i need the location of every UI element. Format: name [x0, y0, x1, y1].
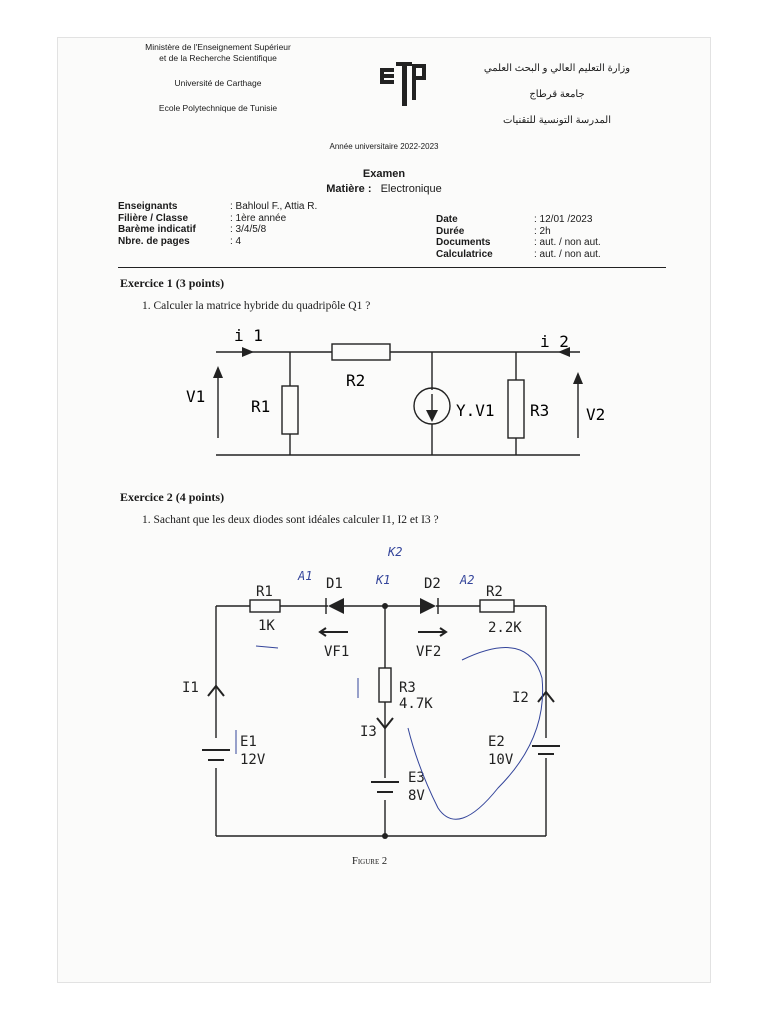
value-class: : 1ère année — [230, 212, 287, 224]
value-date: : 12/01 /2023 — [534, 214, 593, 225]
ministry-ar-2: جامعة قرطاج — [529, 89, 585, 100]
handwritten-k2: K2 — [387, 545, 402, 559]
label-v1: V1 — [186, 387, 205, 406]
label-r1: R1 — [251, 397, 270, 416]
value-pages: : 4 — [230, 235, 242, 247]
info-left-values: : Bahloul F., Attia R. : 1ère année : 3/… — [230, 201, 317, 247]
academic-year: Année universitaire 2022-2023 — [329, 142, 439, 151]
exam-title: Examen — [362, 168, 406, 180]
r2-resistor-fig2 — [479, 599, 515, 613]
header-divider — [118, 267, 666, 268]
university-name: Université de Carthage — [174, 78, 262, 88]
label-r1-value: 1K — [258, 618, 275, 634]
ept-logo — [380, 62, 426, 106]
junction-top — [382, 603, 388, 609]
label-r3-value: 4.7K — [399, 696, 433, 712]
value-duration: : 2h — [534, 225, 551, 237]
ministry-ar-3: المدرسة التونسية للتقنيات — [502, 115, 611, 126]
exercise-1-question: 1. Calculer la matrice hybride du quadri… — [142, 300, 371, 312]
label-i2: i 2 — [540, 332, 569, 351]
d2-diode — [420, 598, 436, 614]
label-e2: E2 — [488, 734, 505, 750]
school-name: Ecole Polytechnique de Tunisie — [158, 103, 278, 113]
label-e2-value: 10V — [488, 752, 514, 768]
info-right-labels: Date Durée Documents Calculatrice — [436, 214, 493, 260]
label-r2-fig2: R2 — [486, 584, 503, 600]
label-i2-fig2: I2 — [512, 690, 529, 706]
label-calculator: Calculatrice — [436, 248, 493, 260]
ministry-header-fr: Ministère de l'Enseignement Supérieur et… — [118, 42, 318, 114]
d1-diode — [328, 598, 344, 614]
value-documents: : aut. / non aut. — [534, 237, 601, 248]
label-r2-value: 2.2K — [488, 620, 522, 636]
label-e1-value: 12V — [240, 752, 266, 768]
label-d1: D1 — [326, 576, 343, 592]
label-r1-fig2: R1 — [256, 584, 273, 600]
label-teachers: Enseignants — [118, 201, 178, 212]
handwritten-k1: K1 — [375, 573, 390, 587]
r1-resistor-fig2 — [249, 599, 281, 613]
ministry-header-ar: وزارة التعليم العالي و البحث العلمي جامع… — [482, 56, 632, 134]
label-d2: D2 — [424, 576, 441, 592]
label-r2: R2 — [346, 371, 365, 390]
value-grading: : 3/4/5/8 — [230, 224, 267, 235]
label-grading: Barème indicatif — [118, 224, 196, 235]
exercise-1-title: Exercice 1 (3 points) — [120, 276, 225, 290]
ministry-line-1: Ministère de l'Enseignement Supérieur — [145, 42, 291, 52]
subject-label: Matière : — [326, 183, 372, 195]
r3-resistor-fig2 — [378, 667, 392, 703]
info-right-values: : 12/01 /2023 : 2h : aut. / non aut. : a… — [534, 214, 601, 260]
ministry-ar-1: وزارة التعليم العالي و البحث العلمي — [483, 63, 631, 74]
label-pages: Nbre. de pages — [118, 235, 190, 247]
label-r3: R3 — [530, 401, 549, 420]
label-r3-fig2: R3 — [399, 680, 416, 696]
ministry-line-2: et de la Recherche Scientifique — [159, 53, 277, 63]
value-teachers: : Bahloul F., Attia R. — [230, 201, 318, 212]
subject-line: Matière : Electronique — [58, 183, 710, 195]
diode-circuit: R1 1K D1 D2 R2 2.2K VF1 VF2 R3 4.7K I1 I… — [182, 545, 560, 839]
label-e3-value: 8V — [408, 788, 425, 804]
label-i1: i 1 — [234, 326, 263, 345]
exercise-2-title: Exercice 2 (4 points) — [120, 490, 225, 504]
label-vf2: VF2 — [416, 644, 441, 660]
handwritten-scribbles — [235, 645, 544, 820]
value-calculator: : aut. / non aut. — [534, 248, 601, 260]
figure-caption: Figure 2 — [352, 856, 388, 867]
label-e3: E3 — [408, 770, 425, 786]
info-left-labels: Enseignants Filière / Classe Barème indi… — [118, 201, 196, 247]
label-yv1: Y.V1 — [456, 401, 495, 420]
label-documents: Documents — [436, 237, 491, 248]
quadripole-circuit: i 1 i 2 V1 V2 R1 R2 R3 Y.V1 — [186, 326, 605, 456]
handwritten-a1: A1 — [297, 569, 312, 583]
label-i3-fig2: I3 — [360, 724, 377, 740]
label-date: Date — [436, 214, 458, 225]
subject-value: Electronique — [380, 183, 442, 195]
label-vf1: VF1 — [324, 644, 349, 660]
label-e1: E1 — [240, 734, 257, 750]
label-i1-fig2: I1 — [182, 680, 199, 696]
r2-resistor — [331, 343, 391, 361]
handwritten-a2: A2 — [459, 573, 474, 587]
label-class: Filière / Classe — [118, 212, 189, 224]
exam-page: Ministère de l'Enseignement Supérieur et… — [58, 38, 710, 982]
label-v2: V2 — [586, 405, 605, 424]
label-duration: Durée — [436, 225, 465, 237]
junction-bottom — [382, 833, 388, 839]
exercise-2-question: 1. Sachant que les deux diodes sont idéa… — [142, 514, 439, 526]
